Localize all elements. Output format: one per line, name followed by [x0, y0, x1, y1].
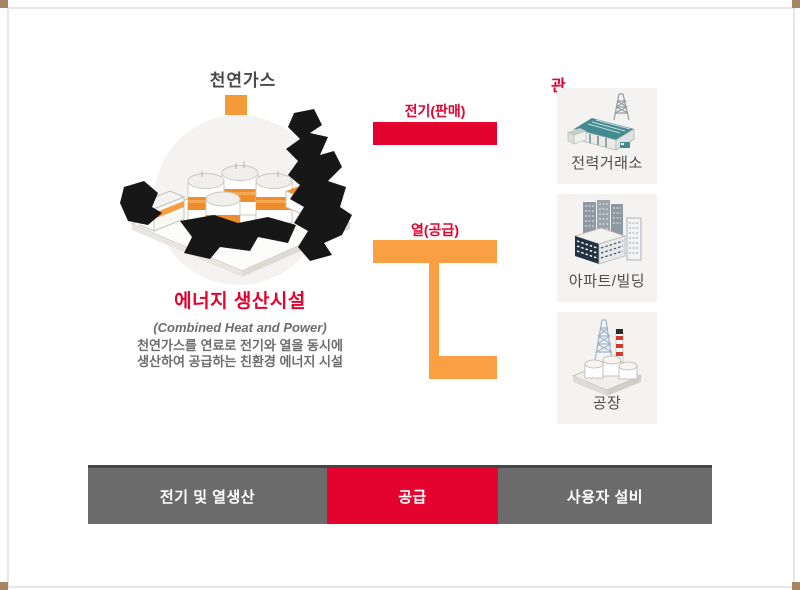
apartment-building-icon	[573, 200, 642, 265]
power-plant-illustration	[120, 109, 352, 285]
fuel-label: 천연가스	[209, 71, 277, 90]
stage-user-facility[interactable]: 사용자 설비	[498, 468, 712, 524]
destination-label: 아파트/빌딩	[568, 273, 646, 290]
heat-flow-label: 열(공급)	[411, 222, 459, 238]
plant-subtitle: (Combined Heat and Power)	[153, 320, 327, 335]
stage-supply[interactable]: 공급	[327, 468, 498, 524]
frame-corner	[792, 0, 800, 8]
frame-corner	[0, 0, 8, 8]
storage-tanks	[187, 161, 293, 240]
stage-production[interactable]: 전기 및 열생산	[88, 468, 327, 524]
stage-bar: 전기 및 열생산 공급 사용자 설비	[88, 465, 712, 524]
heat-flow-arrow-lower	[429, 356, 497, 379]
power-exchange-icon	[567, 93, 635, 151]
plant-description-line: 천연가스를 연료로 전기와 열을 동시에	[137, 338, 343, 353]
heat-flow-arrow-upper	[373, 240, 497, 263]
electricity-flow-label: 전기(판매)	[404, 103, 466, 119]
destination-power-exchange: 전력거래소	[557, 88, 657, 184]
stage-bar-top-border	[88, 465, 712, 468]
heat-flow-arrow-stem	[429, 262, 439, 358]
plant-description-line: 생산하여 공급하는 친환경 에너지 시설	[137, 354, 343, 369]
factory-icon	[571, 319, 643, 396]
plant-title: 에너지 생산시설	[174, 291, 306, 312]
frame-corner	[792, 582, 800, 590]
destination-apartment-building: 아파트/빌딩	[557, 194, 657, 302]
frame-corner	[0, 582, 8, 590]
destination-label: 공장	[592, 395, 622, 412]
electricity-flow-arrow	[373, 122, 497, 145]
dark-smudge-shapes	[120, 109, 352, 261]
plant-description: 천연가스를 연료로 전기와 열을 동시에 생산하여 공급하는 친환경 에너지 시…	[90, 338, 390, 370]
destination-factory: 공장	[557, 312, 657, 424]
fuel-connector-node	[225, 95, 247, 115]
destination-label: 전력거래소	[571, 155, 643, 172]
